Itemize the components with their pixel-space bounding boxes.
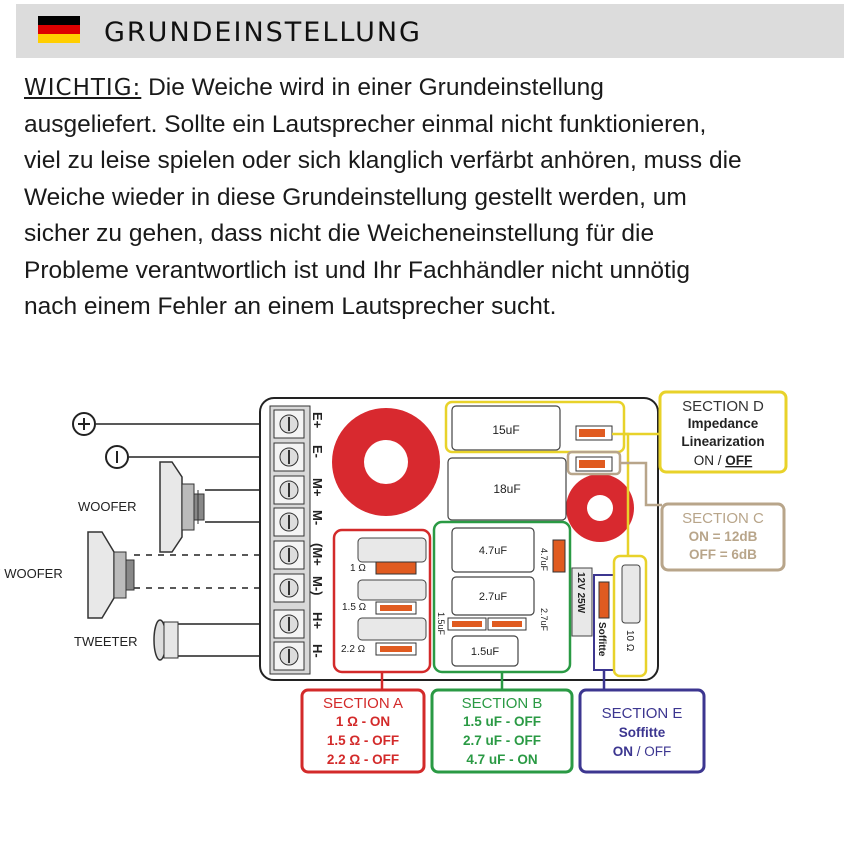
flag-stripe-red xyxy=(38,25,80,34)
jumper-4-7uf[interactable] xyxy=(552,539,566,573)
side-1-5uf-label: 1.5uF xyxy=(436,612,446,636)
intro-line: viel zu leise spielen oder sich klanglic… xyxy=(24,147,742,174)
terminal-label: M-) xyxy=(310,576,325,596)
side-2-7uf-label: 2.7uF xyxy=(539,608,549,632)
german-flag-icon xyxy=(38,16,80,43)
resistor-10-ohm-label: 10 Ω xyxy=(624,630,635,652)
resistor-1-ohm-label: 1 Ω xyxy=(350,563,366,574)
jumper-section-d[interactable] xyxy=(579,429,605,437)
capacitor-1-5uf xyxy=(451,635,519,667)
capacitor-1-5uf-label: 1.5uF xyxy=(471,646,499,658)
section-a-line1: 1 Ω - ON xyxy=(336,714,390,729)
svg-text:ON / OFF: ON / OFF xyxy=(613,744,672,759)
capacitor-18uf xyxy=(447,457,567,521)
capacitor-18uf-label: 18uF xyxy=(493,482,520,496)
section-b-line1: 1.5 uF - OFF xyxy=(463,714,541,729)
section-a-line2: 1.5 Ω - OFF xyxy=(327,733,399,748)
section-d-off: OFF xyxy=(725,453,752,468)
section-e-title: SECTION E xyxy=(602,705,683,722)
tweeter-speaker-icon xyxy=(153,619,179,661)
section-e-off: / OFF xyxy=(633,744,671,759)
terminal-label: E- xyxy=(310,445,325,458)
resistor-2-2-ohm-label: 2.2 Ω xyxy=(341,644,366,655)
section-d-on: ON / xyxy=(694,453,726,468)
section-b-callout xyxy=(430,688,574,774)
capacitor-15uf-label: 15uF xyxy=(492,423,519,437)
section-e-on: ON xyxy=(613,744,633,759)
section-c-line2: OFF = 6dB xyxy=(689,547,757,562)
resistor-2-2-ohm xyxy=(357,617,427,641)
plus-terminal-icon xyxy=(72,412,96,436)
intro-line: ausgeliefert. Sollte ein Lautsprecher ei… xyxy=(24,110,707,138)
terminal-label: H+ xyxy=(310,612,325,629)
terminal-label: E+ xyxy=(310,412,325,429)
resistor-12v-25w xyxy=(571,567,593,637)
page-title: GRUNDEINSTELLUNG xyxy=(104,17,422,48)
jumper-soffitte[interactable] xyxy=(598,581,610,619)
intro-line: Probleme verantwortlich ist und Ihr Fach… xyxy=(24,256,690,284)
flag-stripe-gold xyxy=(38,34,80,43)
resistor-10-ohm xyxy=(621,564,641,624)
section-a-line3: 2.2 Ω - OFF xyxy=(327,752,399,767)
terminal-label: H- xyxy=(310,644,325,658)
intro-lead: WICHTIG: xyxy=(24,75,142,101)
side-4-7uf-label: 4.7uF xyxy=(539,548,549,572)
terminal-label: (M+ xyxy=(310,543,325,566)
section-c-callout xyxy=(660,502,786,572)
minus-terminal-icon xyxy=(105,445,129,469)
intro-paragraph: WICHTIG: Die Weiche wird in einer Grunde… xyxy=(24,70,844,326)
section-c-title: SECTION C xyxy=(682,510,764,527)
section-a-title: SECTION A xyxy=(323,695,403,712)
resistor-12v-label: 12V 25W xyxy=(575,572,586,614)
section-b-line2: 2.7 uF - OFF xyxy=(463,733,541,748)
soffitte-label: Soffitte xyxy=(596,622,607,657)
section-d-line1: Impedance xyxy=(688,416,759,431)
terminal-label: M- xyxy=(310,510,325,525)
terminal-label: M+ xyxy=(310,478,325,497)
jumper-section-c[interactable] xyxy=(579,460,605,468)
section-header: GRUNDEINSTELLUNG xyxy=(16,4,844,58)
section-d-title: SECTION D xyxy=(682,398,764,415)
woofer-label: WOOFER xyxy=(78,499,137,514)
resistor-1-ohm xyxy=(357,537,427,563)
capacitor-2-7uf-label: 2.7uF xyxy=(479,591,507,603)
flag-stripe-black xyxy=(38,16,80,25)
intro-line: Die Weiche wird in einer Grundeinstellun… xyxy=(141,74,604,101)
intro-line: sicher zu gehen, dass nicht die Weichene… xyxy=(24,220,655,247)
capacitor-2-7uf xyxy=(451,576,535,616)
capacitor-4-7uf xyxy=(451,527,535,573)
svg-text:ON / OFF: ON / OFF xyxy=(694,453,753,468)
capacitor-15uf xyxy=(451,405,561,451)
section-d-callout xyxy=(658,390,788,474)
section-e-line1: Soffitte xyxy=(619,725,666,740)
section-a-callout xyxy=(300,688,426,774)
jumper-1-ohm[interactable] xyxy=(375,561,417,575)
capacitor-4-7uf-label: 4.7uF xyxy=(479,545,507,557)
intro-line: nach einem Fehler an einem Lautsprecher … xyxy=(24,293,557,320)
woofer-speaker-icon xyxy=(159,461,205,553)
intro-line: Weiche wieder in diese Grundeinstellung … xyxy=(24,183,687,211)
resistor-1-5-ohm xyxy=(357,579,427,601)
woofer2-label: " WOOFER xyxy=(0,566,63,581)
section-e-callout xyxy=(578,688,706,774)
section-b-line3: 4.7 uF - ON xyxy=(466,752,537,767)
section-d-line2: Linearization xyxy=(681,434,764,449)
tweeter-label: TWEETER xyxy=(74,634,138,649)
section-b-title: SECTION B xyxy=(462,695,543,712)
resistor-1-5-ohm-label: 1.5 Ω xyxy=(342,602,367,613)
section-c-line1: ON = 12dB xyxy=(689,529,758,544)
woofer2-speaker-icon xyxy=(87,531,135,619)
